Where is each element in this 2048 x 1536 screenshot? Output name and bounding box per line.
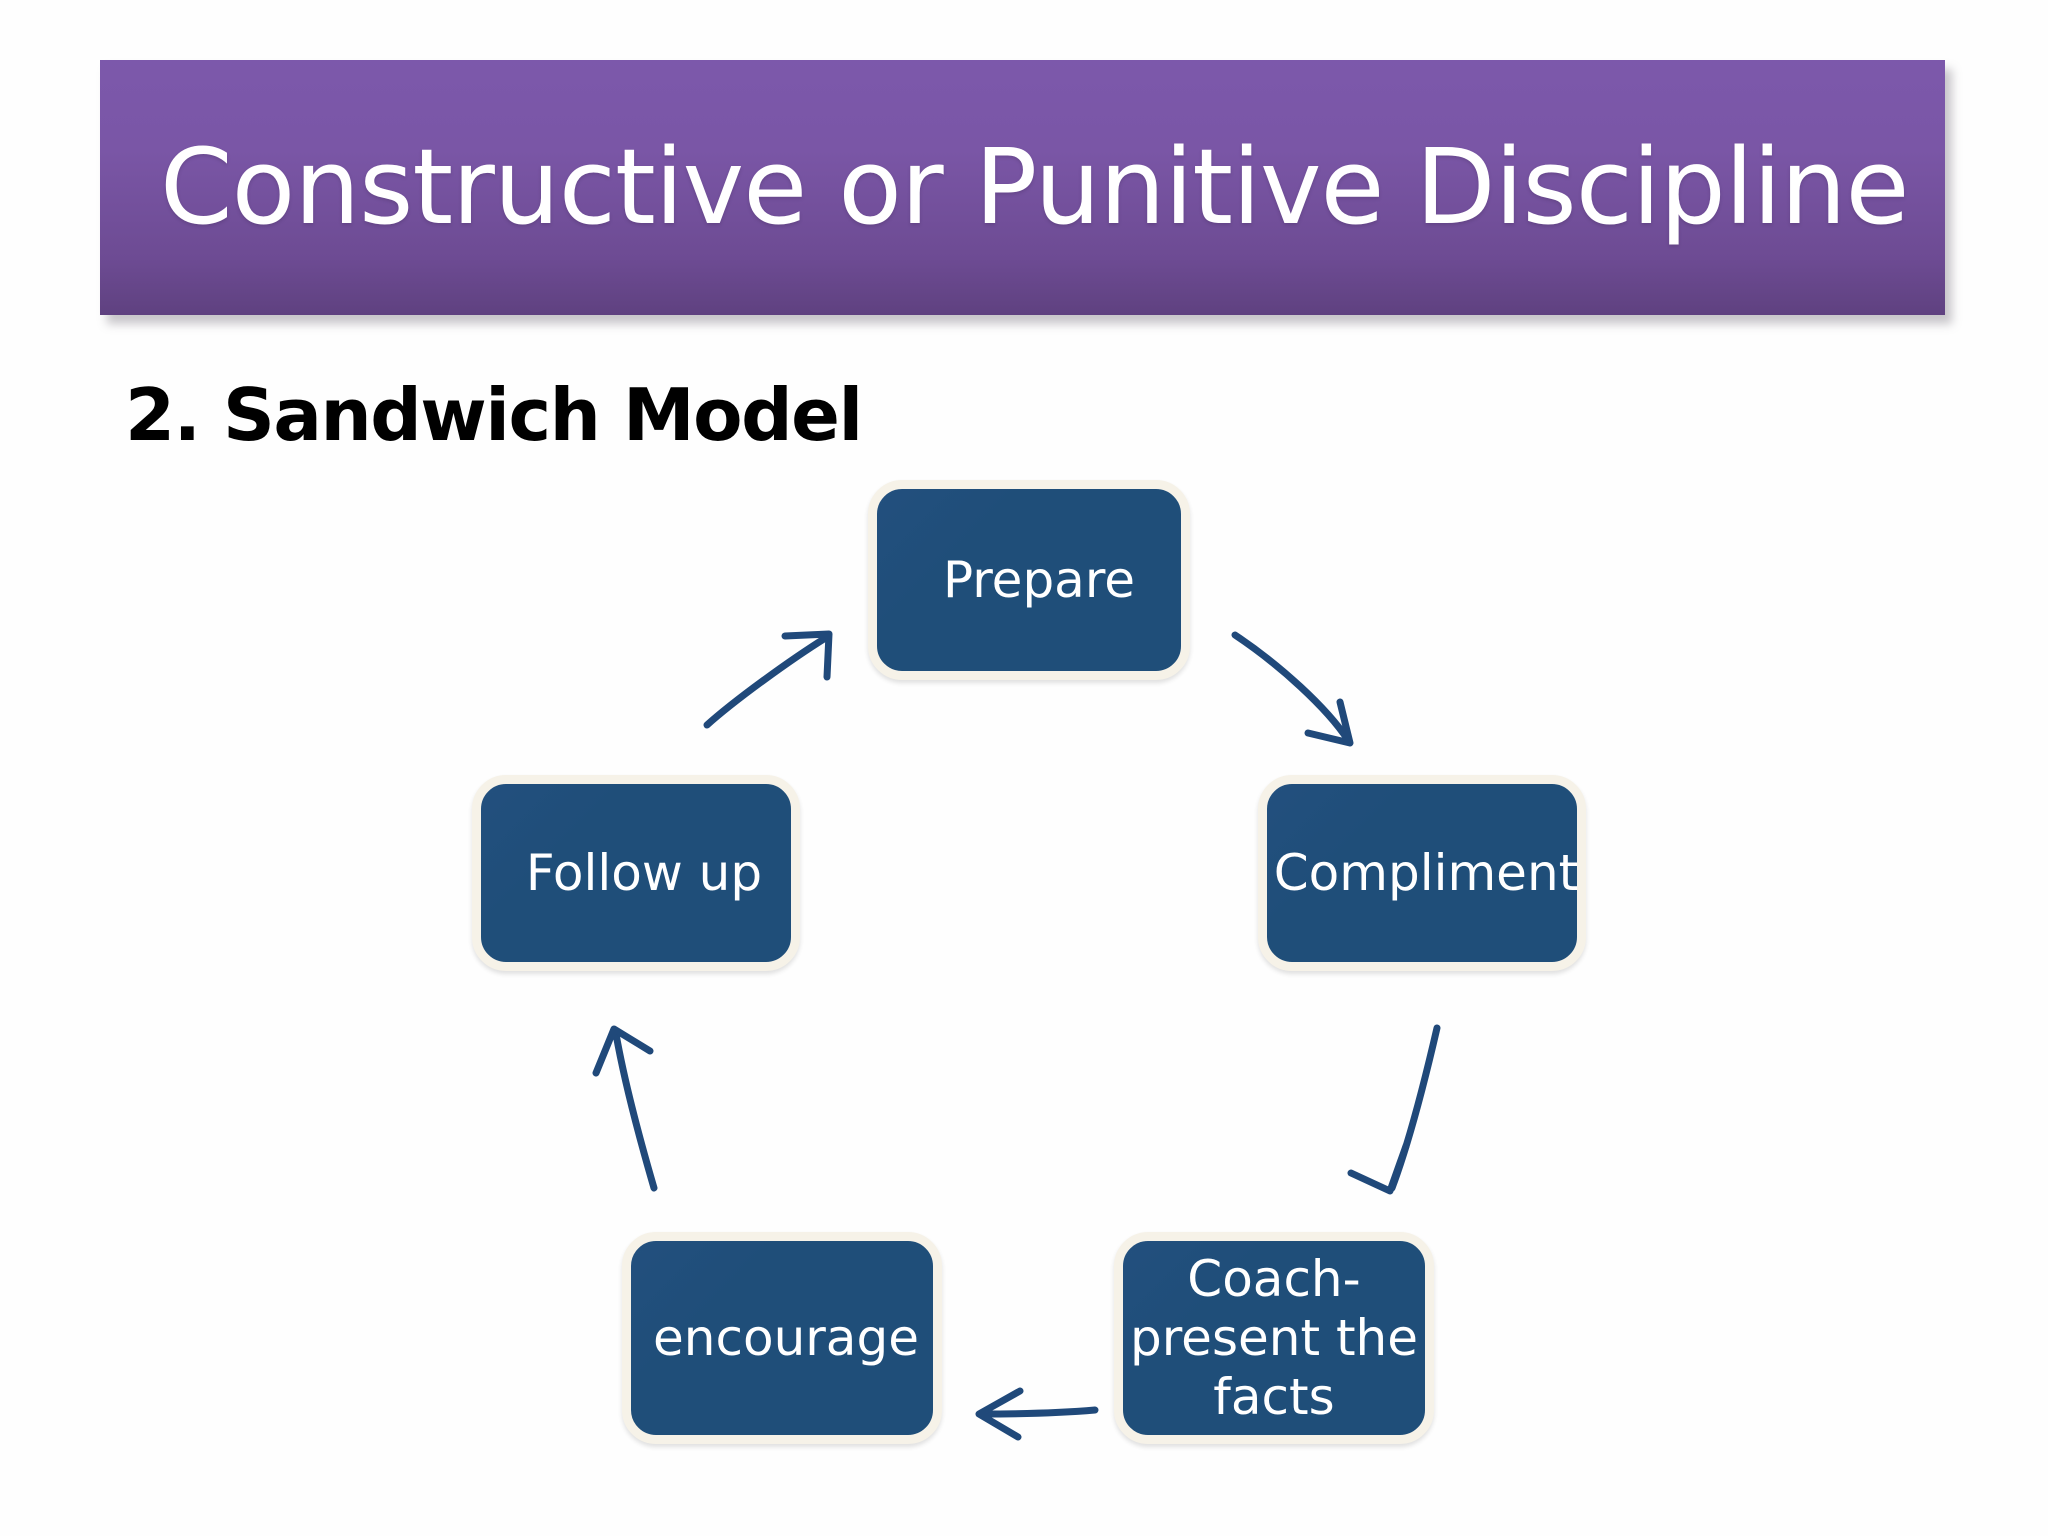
cycle-node-coach-label: Coach- present the facts	[1129, 1249, 1418, 1426]
section-heading: 2. Sandwich Model	[125, 373, 863, 457]
arrow-prepare-to-compliment	[1231, 631, 1354, 747]
arrow-encourage-to-followup	[592, 1025, 658, 1192]
cycle-node-prepare-label: Prepare	[942, 550, 1136, 609]
cycle-node-followup-label: Follow up	[525, 843, 763, 902]
cycle-node-coach[interactable]: Coach- present the facts	[1114, 1232, 1434, 1444]
cycle-node-encourage-label: encourage	[653, 1308, 919, 1367]
page-title: Constructive or Punitive Discipline	[160, 125, 1909, 248]
cycle-node-compliment-label: Compliment	[1273, 843, 1579, 902]
cycle-node-encourage[interactable]: encourage	[622, 1232, 942, 1444]
cycle-node-followup[interactable]: Follow up	[472, 775, 800, 971]
arrow-followup-to-prepare	[703, 630, 833, 729]
cycle-node-prepare[interactable]: Prepare	[868, 480, 1190, 680]
arrow-coach-to-encourage	[975, 1387, 1099, 1441]
slide-title-banner: Constructive or Punitive Discipline	[100, 60, 1945, 315]
cycle-node-compliment[interactable]: Compliment	[1258, 775, 1586, 971]
arrow-compliment-to-coach	[1347, 1024, 1441, 1195]
